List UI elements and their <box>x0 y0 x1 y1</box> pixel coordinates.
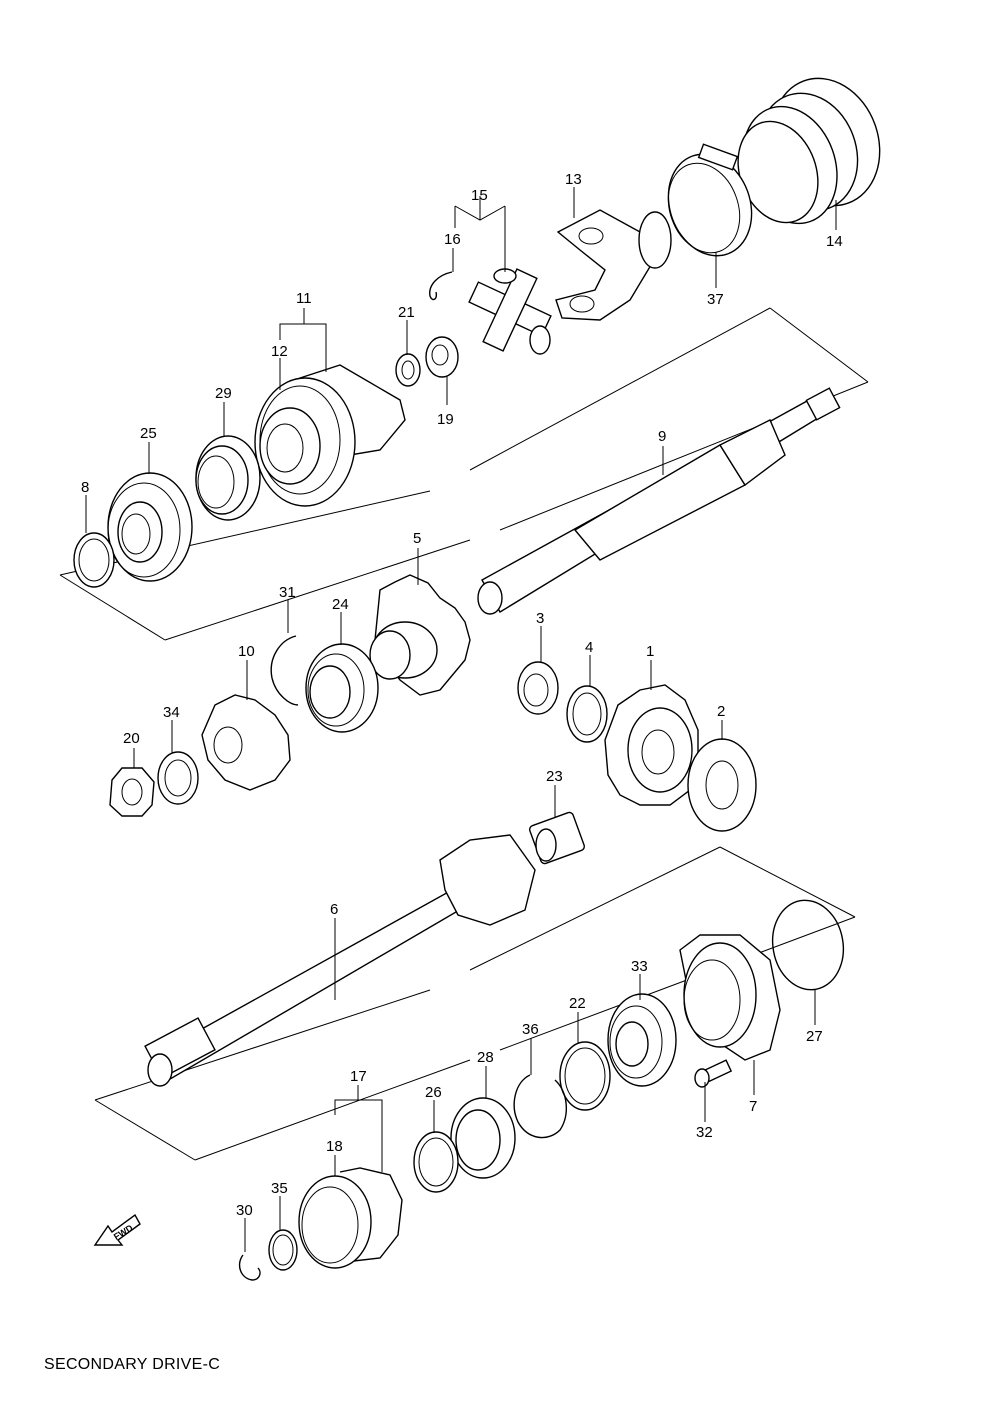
label-18: 18 <box>326 1138 343 1155</box>
label-1: 1 <box>646 643 654 660</box>
bushing-3 <box>517 661 559 715</box>
universal-joint-cross <box>468 268 552 355</box>
shim-4 <box>566 685 608 743</box>
washer-21 <box>395 353 421 387</box>
label-37: 37 <box>707 291 724 308</box>
circlip-36 <box>513 1074 567 1139</box>
label-8: 8 <box>81 479 89 496</box>
ball-bearing-33 <box>607 993 677 1087</box>
ring-22 <box>559 1041 611 1111</box>
label-13: 13 <box>565 171 582 188</box>
yoke <box>555 209 672 321</box>
circlip-16 <box>429 271 453 301</box>
ring-35 <box>268 1229 298 1271</box>
bevel-gear-5 <box>369 574 471 696</box>
label-10: 10 <box>238 643 255 660</box>
diagram-caption: SECONDARY DRIVE-C <box>44 1356 221 1373</box>
label-34: 34 <box>163 704 180 721</box>
pinion-gear-10 <box>201 694 291 791</box>
washer-34 <box>157 751 199 805</box>
fwd-arrow-icon: FWD <box>93 1213 141 1246</box>
nut-20 <box>109 767 155 817</box>
bearing-housing-7 <box>679 934 781 1061</box>
part-labels: 13 14 37 15 16 21 19 11 12 29 25 8 9 5 3… <box>81 171 843 1219</box>
output-shaft <box>477 387 841 615</box>
label-21: 21 <box>398 304 415 321</box>
label-22: 22 <box>569 995 586 1012</box>
label-26: 26 <box>425 1084 442 1101</box>
label-28: 28 <box>477 1049 494 1066</box>
label-35: 35 <box>271 1180 288 1197</box>
oil-seal-29 <box>195 435 261 521</box>
label-4: 4 <box>585 639 593 656</box>
thrust-washer-2 <box>687 738 757 832</box>
leader-lines <box>85 187 837 1252</box>
flange-yoke <box>254 364 406 507</box>
nut-19 <box>425 336 459 378</box>
label-7: 7 <box>749 1098 757 1115</box>
label-31: 31 <box>279 584 296 601</box>
label-32: 32 <box>696 1124 713 1141</box>
bolt-32 <box>694 1059 733 1088</box>
label-27: 27 <box>806 1028 823 1045</box>
bevel-gear-1 <box>604 684 699 806</box>
clamp <box>667 143 753 257</box>
label-36: 36 <box>522 1021 539 1038</box>
circlip-30 <box>238 1254 261 1281</box>
upper-shaft-panel <box>59 307 869 641</box>
label-29: 29 <box>215 385 232 402</box>
label-24: 24 <box>332 596 349 613</box>
label-14: 14 <box>826 233 843 250</box>
countershaft <box>144 834 536 1087</box>
ball-bearing-25 <box>107 472 193 582</box>
label-5: 5 <box>413 530 421 547</box>
roller-bearing-24 <box>305 643 379 733</box>
o-ring-27 <box>771 899 845 991</box>
ring-26 <box>413 1131 459 1193</box>
label-23: 23 <box>546 768 563 785</box>
label-16: 16 <box>444 231 461 248</box>
label-20: 20 <box>123 730 140 747</box>
oil-seal-28 <box>450 1097 516 1179</box>
label-30: 30 <box>236 1202 253 1219</box>
circlip-31 <box>270 635 299 706</box>
cover-cup <box>298 1167 403 1269</box>
label-9: 9 <box>658 428 666 445</box>
label-15: 15 <box>471 187 488 204</box>
label-17: 17 <box>350 1068 367 1085</box>
label-11: 11 <box>296 290 312 307</box>
needle-bearing-23 <box>528 811 586 865</box>
lower-shaft-panel <box>94 846 856 1161</box>
label-25: 25 <box>140 425 157 442</box>
label-33: 33 <box>631 958 648 975</box>
label-19: 19 <box>437 411 454 428</box>
label-2: 2 <box>717 703 725 720</box>
ring-8 <box>73 532 115 588</box>
label-6: 6 <box>330 901 338 918</box>
boot <box>737 77 881 225</box>
label-12: 12 <box>271 343 288 360</box>
label-3: 3 <box>536 610 544 627</box>
